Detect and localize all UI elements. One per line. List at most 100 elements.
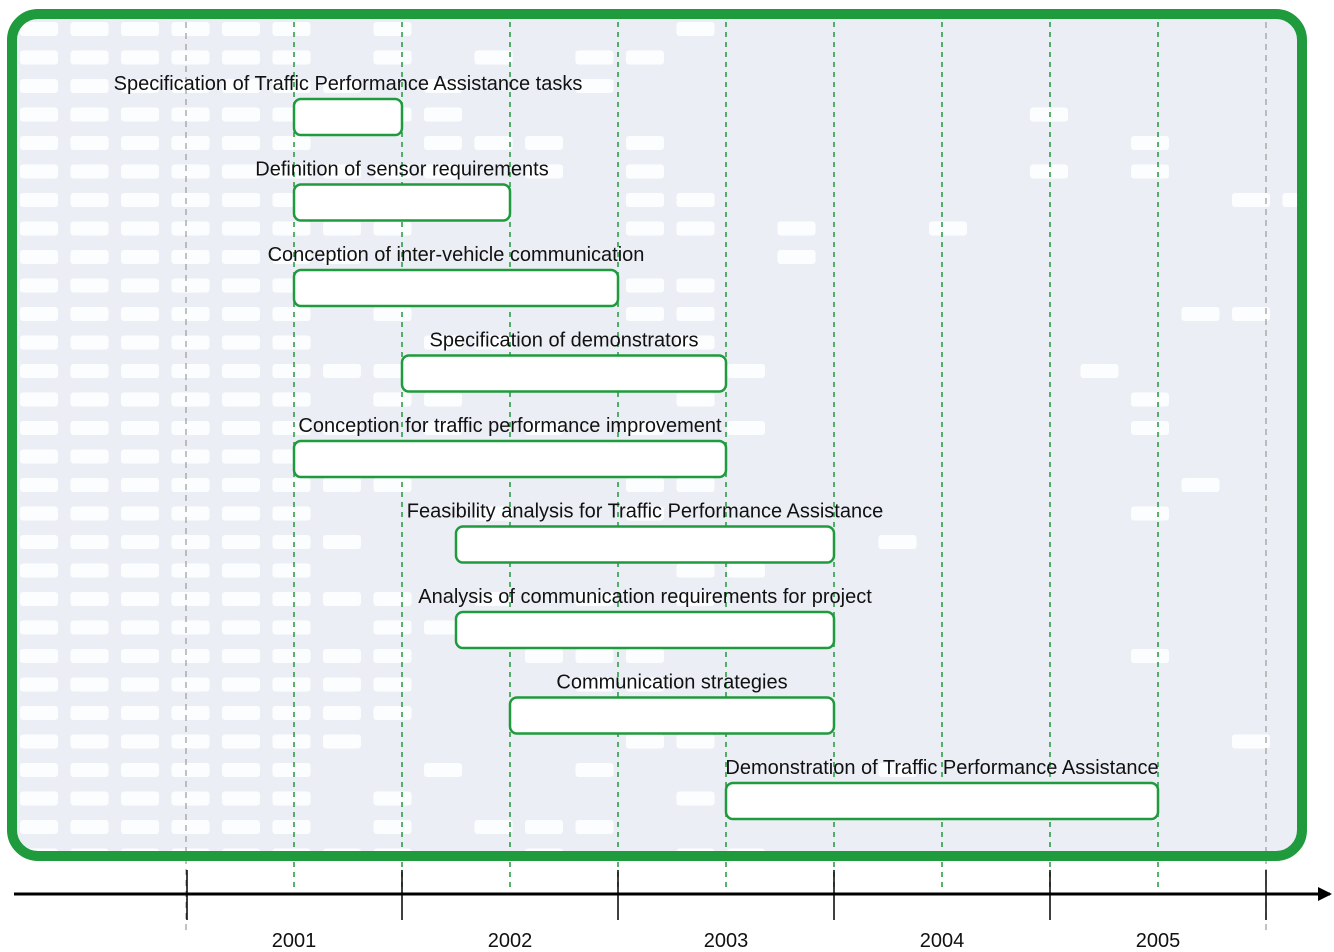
panel-frame [7, 9, 1307, 861]
car-icon [1080, 364, 1119, 378]
car-icon [323, 677, 361, 692]
task-label: Conception for traffic performance impro… [298, 415, 722, 437]
car-icon [70, 164, 109, 179]
car-icon [1131, 392, 1169, 407]
car-icon [1131, 506, 1169, 521]
car-icon [171, 820, 210, 834]
car-icon [272, 506, 311, 521]
car-icon [222, 50, 260, 65]
car-icon [676, 307, 715, 321]
car-icon [323, 221, 361, 236]
car-icon [272, 136, 311, 150]
car-icon [20, 335, 58, 350]
car-icon [1181, 478, 1220, 492]
car-icon [20, 677, 58, 692]
car-icon [121, 107, 159, 122]
car-icon [222, 506, 260, 521]
car-icon [575, 677, 614, 692]
car-icon [222, 335, 260, 350]
car-icon [20, 791, 58, 806]
car-icon [171, 22, 210, 36]
task-label: Specification of Traffic Performance Ass… [114, 73, 583, 95]
car-icon [626, 307, 664, 321]
car-icon [121, 563, 159, 578]
car-icon [272, 677, 311, 692]
car-icon [373, 478, 412, 492]
car-icon [626, 734, 664, 749]
car-icon [373, 706, 412, 720]
car-icon [474, 335, 513, 350]
car-icon [272, 620, 311, 635]
car-icon [373, 392, 412, 407]
car-icon [70, 763, 109, 777]
car-icon [171, 449, 210, 464]
car-icon [323, 734, 361, 749]
car-icon [272, 820, 311, 834]
car-icon [121, 164, 159, 179]
car-icon [272, 79, 311, 93]
car-icon [323, 592, 361, 606]
car-icon [272, 763, 311, 777]
car-icon [121, 364, 159, 378]
car-icon [20, 763, 58, 777]
car-icon [1131, 649, 1169, 663]
car-icon [171, 734, 210, 749]
car-icon [676, 278, 715, 293]
car-icon [525, 421, 563, 435]
car-icon [222, 278, 260, 293]
car-icon [575, 79, 614, 93]
car-icon [272, 364, 311, 378]
car-icon [727, 364, 765, 378]
car-icon [626, 193, 664, 207]
car-icon [676, 563, 715, 578]
car-icon [171, 221, 210, 236]
car-icon [777, 221, 816, 236]
car-icon [171, 535, 210, 549]
task-bar [292, 183, 512, 222]
tick-label: 2005 [1136, 930, 1181, 952]
car-icon [70, 677, 109, 692]
car-icon [474, 50, 513, 65]
car-icon [272, 335, 311, 350]
car-icon [575, 763, 614, 777]
car-icon [20, 649, 58, 663]
car-icon [171, 193, 210, 207]
car-icon [222, 449, 260, 464]
car-icon [626, 649, 664, 663]
car-icon [272, 478, 311, 492]
car-icon [121, 50, 159, 65]
car-icon [171, 136, 210, 150]
car-icon [20, 478, 58, 492]
car-icon [1232, 307, 1270, 321]
car-icon [70, 50, 109, 65]
car-icon [171, 364, 210, 378]
car-icon [20, 592, 58, 606]
car-icon [121, 250, 159, 264]
car-icon [323, 421, 361, 435]
car-icon [878, 535, 917, 549]
task-label: Definition of sensor requirements [255, 159, 548, 181]
car-icon [1131, 164, 1169, 179]
car-icon [121, 278, 159, 293]
car-icon [373, 22, 412, 36]
task-label: Analysis of communication requirements f… [418, 586, 872, 608]
car-icon [171, 421, 210, 435]
car-icon [121, 449, 159, 464]
car-icon [222, 307, 260, 321]
car-icon [20, 820, 58, 834]
car-icon [272, 563, 311, 578]
car-icon [626, 278, 664, 293]
car-icon [121, 620, 159, 635]
car-icon [424, 620, 462, 635]
car-icon [323, 364, 361, 378]
car-icon [222, 677, 260, 692]
car-icon [70, 193, 109, 207]
car-icon [1232, 193, 1270, 207]
car-icon [272, 221, 311, 236]
car-icon [929, 221, 967, 236]
car-icon [626, 506, 664, 521]
car-icon [171, 706, 210, 720]
car-icon [222, 364, 260, 378]
car-icon [575, 592, 614, 606]
